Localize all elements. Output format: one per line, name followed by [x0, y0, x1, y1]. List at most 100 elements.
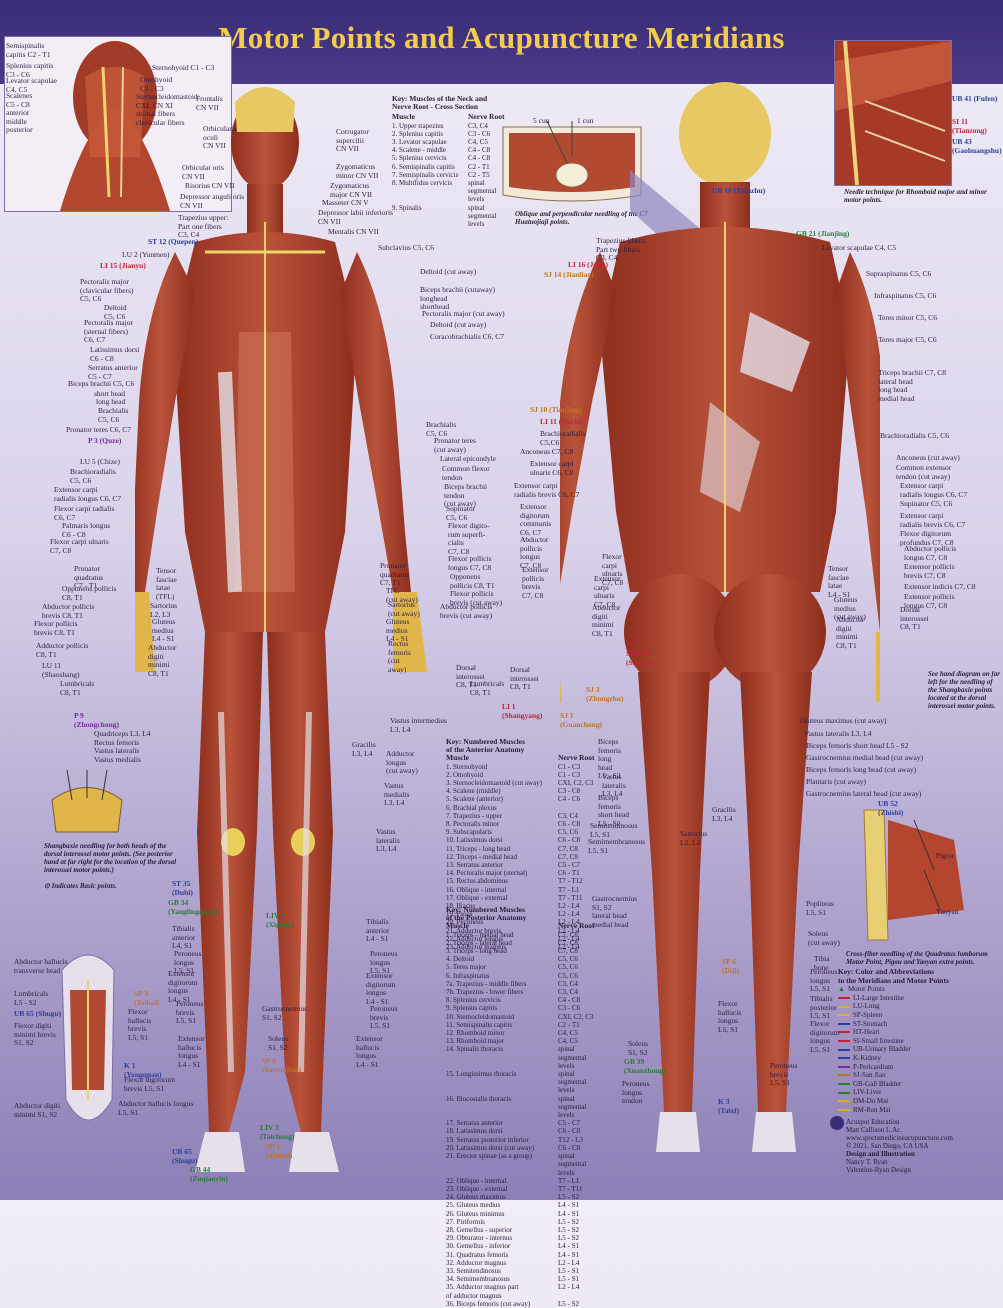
- posterior-key-muscle: 6. Infraspinatus: [446, 971, 490, 980]
- neck-inset-label-2: Levator scapulae C4, C5: [6, 76, 58, 94]
- front-label-right-19: Pronator teres (cut away): [434, 436, 476, 454]
- neck-inset-label-0: Semispinalis capitis C2 - T1: [6, 41, 51, 59]
- posterior-key-row: 20. Latissimus dorsi (cut away)C6 - C8: [446, 1144, 598, 1152]
- front-label-right-52: UB 65 (Shugu): [172, 1147, 198, 1165]
- anterior-key-muscle: 10. Latissimus dorsi: [446, 836, 503, 845]
- posterior-key-nerve-root: spinal segmental levels: [558, 1094, 587, 1120]
- legend-label: ST-Stomach: [853, 1019, 888, 1028]
- front-label-right-8: Zygomaticus major CN VII: [330, 181, 372, 199]
- posterior-key-muscle: 32. Adductor magnus: [446, 1258, 507, 1267]
- rhomboid-inset-label-0: UB 41 (Fufen): [952, 94, 998, 103]
- anterior-key-nerve-root: C5, C6: [558, 828, 578, 837]
- anterior-key-muscle: 20. Pectineus: [446, 918, 484, 927]
- posterior-key-nerve-root: T7 - T11: [558, 1184, 583, 1193]
- back-label-4: Levator scapulae C4, C5: [822, 243, 897, 252]
- back-label-69: Peroneus brevis L5, S1: [770, 1061, 798, 1087]
- posterior-key-nerve-root: L2 - L4: [558, 1283, 580, 1292]
- neck-key-muscle: 8. Multifidus cervicis: [392, 179, 453, 188]
- meridian-line-swatch-icon: [838, 1048, 850, 1051]
- legend-item: P-Pericardium: [838, 1063, 993, 1072]
- neck-key-muscle: 4. Scalene - middle: [392, 146, 447, 155]
- front-label-right-35: Lumbricals C8, T1: [470, 679, 505, 697]
- foot-inset-label-8: Flexor digitorum brevis L5, S1: [124, 1075, 176, 1093]
- legend-item: SJ-San Jiao: [838, 1071, 993, 1080]
- meridian-line-swatch-icon: [838, 1031, 850, 1034]
- back-label-58: Soleus (cut away): [808, 929, 840, 947]
- back-label-34: Flexor digitorum profundus C7, C8: [900, 529, 954, 547]
- back-label-46: Gastrocnemius medial head (cut away): [806, 753, 924, 762]
- posterior-key-row: 36. Biceps femoris (cut away)L5 - S2: [446, 1300, 598, 1308]
- front-label-right-12: Subclavius C5, C6: [378, 243, 435, 252]
- front-label-left-7: Serratus anterior C5 - C7: [88, 363, 138, 381]
- legend-label: UB-Urinary Bladder: [853, 1045, 911, 1054]
- anterior-key-row: 5. Scalene (anterior)C4 - C6: [446, 795, 598, 803]
- front-label-left-1: LU 2 (Yunmen): [122, 250, 170, 259]
- legend-label: GB-Gall Bladder: [853, 1079, 902, 1088]
- anterior-key-muscle: 14. Pectoralis major (sternal): [446, 869, 528, 878]
- front-label-right-37: Gracilis L3, L4: [352, 740, 376, 758]
- front-label-right-16: Deltoid (cut away): [430, 320, 487, 329]
- posterior-key-nerve-root: C5 - C7: [558, 1119, 581, 1128]
- posterior-key-muscle: 27. Piriformis: [446, 1217, 485, 1226]
- posterior-key-row: 34. Semimembranosus L5 - S1: [446, 1275, 598, 1283]
- posterior-key-muscle: 34. Semimembranosus: [446, 1275, 510, 1284]
- neck-key-nerve-root: C4, C5: [468, 138, 488, 147]
- anterior-key-muscle: 4. Scalene (middle): [446, 787, 501, 796]
- front-label-right-23: Supinator C5, C6: [446, 504, 476, 522]
- meridian-line-swatch-icon: [838, 1057, 850, 1060]
- anterior-key-nerve-root: C1 - C3: [558, 762, 581, 771]
- posterior-key-nerve-root: C3, C4: [558, 979, 578, 988]
- back-label-51: Vastus lateralis L3, L4: [602, 772, 626, 798]
- cross-section-illustration: [502, 120, 642, 202]
- anterior-key-nerve-root: T7 - L1: [558, 885, 580, 894]
- posterior-key-nerve-root: C6 - C8: [558, 1127, 581, 1136]
- credit-designer-1: Nancy T. Ryan: [846, 1158, 888, 1166]
- front-label-left-39: Extensor hallucis longus L4 - S1: [178, 1034, 205, 1069]
- legend-item: K-Kidney: [838, 1054, 993, 1063]
- back-label-52: Biceps femoris short head L5 - S2: [598, 793, 630, 828]
- neck-key-nerve-root: C3 - C6: [468, 129, 491, 138]
- rhomboid-inset-label-1: SI 11 (Tianzong): [952, 117, 987, 135]
- front-label-right-28: Abductor pollicis brevis (cut away): [440, 602, 493, 620]
- posterior-key-nerve-root: C3, C4: [558, 988, 578, 997]
- back-label-60: SP 6 (Diji): [722, 957, 740, 975]
- back-label-48: Plantaris (cut away): [806, 777, 866, 786]
- back-label-36: Extensor pollicis brevis C7, C8: [904, 562, 955, 580]
- back-label-19: Flexor carpi ulnaris C7, C8: [602, 552, 624, 587]
- posterior-key-muscle: 12. Rhomboid minor: [446, 1029, 505, 1038]
- front-label-right-10: Depressor labii inferioris CN VII: [318, 208, 393, 226]
- legend-label: DM-Du Mai: [853, 1096, 889, 1105]
- basic-points-text: Indicates Basic points.: [51, 882, 117, 890]
- legend-item: ▲Motor Points: [838, 985, 993, 994]
- back-label-18: Extensor pollicis brevis C7, C8: [522, 565, 549, 600]
- front-label-right-30: TFL (cut away): [386, 586, 418, 604]
- anterior-key-row: 14. Pectoralis major (sternal)C6 - T1: [446, 869, 598, 877]
- posterior-key-muscle: 3. Triceps - long head: [446, 947, 507, 956]
- posterior-key-muscle: 17. Serratus anterior: [446, 1119, 503, 1128]
- neck-key-col-muscle: Muscle: [392, 112, 415, 122]
- credit-url[interactable]: www.sportsmedicineacupuncture.com: [846, 1134, 953, 1142]
- neck-inset-label-4: Sternohyoid C1 - C3: [152, 63, 215, 72]
- anterior-key-row: 6. Brachial plexus: [446, 804, 598, 812]
- foot-inset-label-7: K 1 (Yongquan): [124, 1061, 162, 1079]
- posterior-key-col-nerve: Nerve Root: [558, 921, 595, 931]
- front-label-right-29: Pronator quadratus C7, T1: [380, 561, 410, 587]
- posterior-muscle-key: Key: Numbered Muscles of the Posterior A…: [446, 905, 598, 1308]
- posterior-key-nerve-root: C2 - T1: [558, 1020, 580, 1029]
- back-label-45: Biceps femoris short head L5 - S2: [806, 741, 909, 750]
- legend-item: DM-Du Mai: [838, 1097, 993, 1106]
- anterior-key-muscle: 9. Subscapularis: [446, 828, 492, 837]
- posterior-key-nerve-root: L5 - S1: [558, 1275, 579, 1284]
- posterior-key-muscle: 35. Adductor magnus part of adductor mag…: [446, 1283, 519, 1300]
- back-label-3: GB 21 (Jianjing): [796, 229, 850, 238]
- anterior-key-muscle: 16. Oblique - internal: [446, 885, 507, 894]
